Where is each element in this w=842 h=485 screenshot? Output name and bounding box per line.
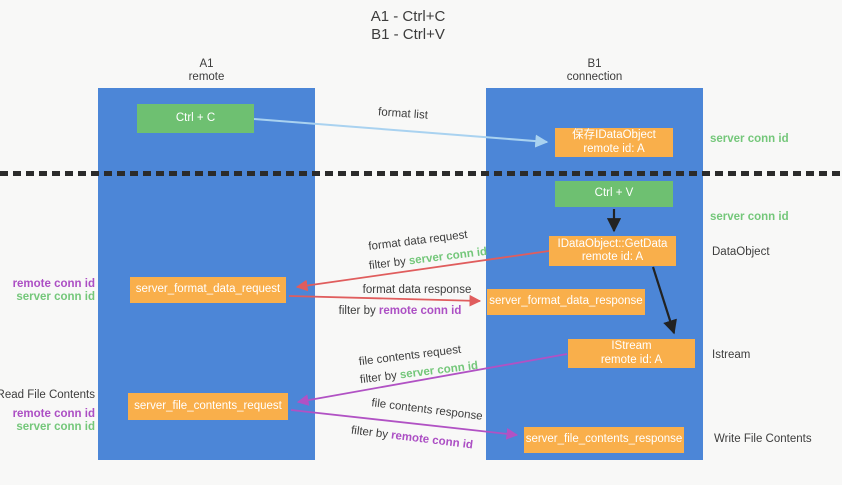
label-istream: Istream (712, 349, 751, 361)
label-server-conn-id-left-2: server conn id (16, 421, 95, 433)
lane-a-header: A1 remote (98, 58, 315, 84)
title-line-1: A1 - Ctrl+C (370, 8, 446, 25)
node-server-format-data-response: server_format_data_response (487, 289, 645, 315)
node-file-response-label: server_file_contents_response (525, 433, 683, 446)
lane-a-name: A1 (199, 58, 214, 70)
diagram-title: A1 - Ctrl+C B1 - Ctrl+V (371, 8, 446, 44)
remote-conn-id-text: remote conn id (390, 429, 474, 452)
node-format-request-label: server_format_data_request (135, 283, 281, 296)
node-ctrl-c-label: Ctrl + C (175, 111, 216, 124)
label-write-file-contents: Write File Contents (714, 433, 812, 445)
node-file-request-label: server_file_contents_request (134, 399, 282, 412)
phase-divider-dashed-line (0, 171, 842, 176)
filter-by-text: filter by (350, 424, 392, 442)
lane-b-subtitle: connection (566, 71, 623, 83)
label-filter-by-remote-conn-id-1: filter by remote conn id (339, 305, 462, 317)
node-server-file-contents-request: server_file_contents_request (128, 393, 288, 420)
lane-b-name: B1 (587, 58, 602, 70)
node-server-format-data-request: server_format_data_request (130, 277, 286, 303)
label-remote-conn-id-left-1: remote conn id (12, 278, 95, 290)
arrow-format-data-response (288, 294, 482, 307)
node-getdata-line1: IDataObject::GetData (557, 237, 668, 250)
label-file-contents-response: file contents response (370, 397, 484, 423)
label-server-conn-id-left-1: server conn id (16, 291, 95, 303)
title-line-2: B1 - Ctrl+V (371, 26, 445, 43)
node-ctrl-v: Ctrl + V (555, 181, 673, 207)
server-conn-id-text: server conn id (408, 245, 488, 268)
node-istream: IStream remote id: A (568, 339, 695, 368)
remote-conn-id-text: remote conn id (378, 305, 462, 317)
node-format-response-label: server_format_data_response (489, 295, 643, 308)
node-istream-line1: IStream (611, 340, 652, 352)
label-server-conn-id-mid: server conn id (710, 211, 789, 223)
format-conn-id-group: remote conn id server conn id (13, 278, 95, 304)
node-ctrl-v-label: Ctrl + V (594, 187, 634, 200)
node-ctrl-c: Ctrl + C (137, 104, 254, 133)
file-conn-id-group: Read File Contents remote conn id server… (0, 389, 95, 434)
label-read-file-contents: Read File Contents (0, 389, 95, 401)
node-save-idataobject: 保存IDataObject remote id: A (555, 128, 673, 157)
label-server-conn-id-top: server conn id (710, 133, 789, 145)
node-server-file-contents-response: server_file_contents_response (524, 427, 684, 453)
node-save-idataobject-line1: 保存IDataObject (572, 129, 656, 141)
node-save-idataobject-line2: remote id: A (583, 142, 645, 155)
lane-a-subtitle: remote (188, 71, 225, 83)
node-idataobject-getdata: IDataObject::GetData remote id: A (549, 236, 676, 266)
label-format-data-response: format data response (362, 284, 472, 296)
filter-by-text: filter by (359, 369, 401, 387)
label-remote-conn-id-left-2: remote conn id (12, 408, 95, 420)
filter-by-text: filter by (338, 305, 379, 317)
filter-by-text: filter by (368, 255, 410, 273)
label-filter-by-remote-conn-id-2: filter by remote conn id (350, 425, 473, 452)
server-conn-id-text: server conn id (399, 359, 479, 382)
label-format-list: format list (377, 106, 429, 122)
label-dataobject: DataObject (712, 246, 770, 258)
lane-b-header: B1 connection (486, 58, 703, 84)
node-istream-line2: remote id: A (600, 353, 663, 366)
node-getdata-line2: remote id: A (581, 251, 644, 263)
